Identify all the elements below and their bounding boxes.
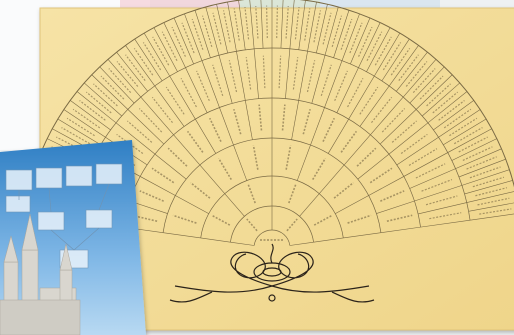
pedigree-card [0, 140, 146, 335]
